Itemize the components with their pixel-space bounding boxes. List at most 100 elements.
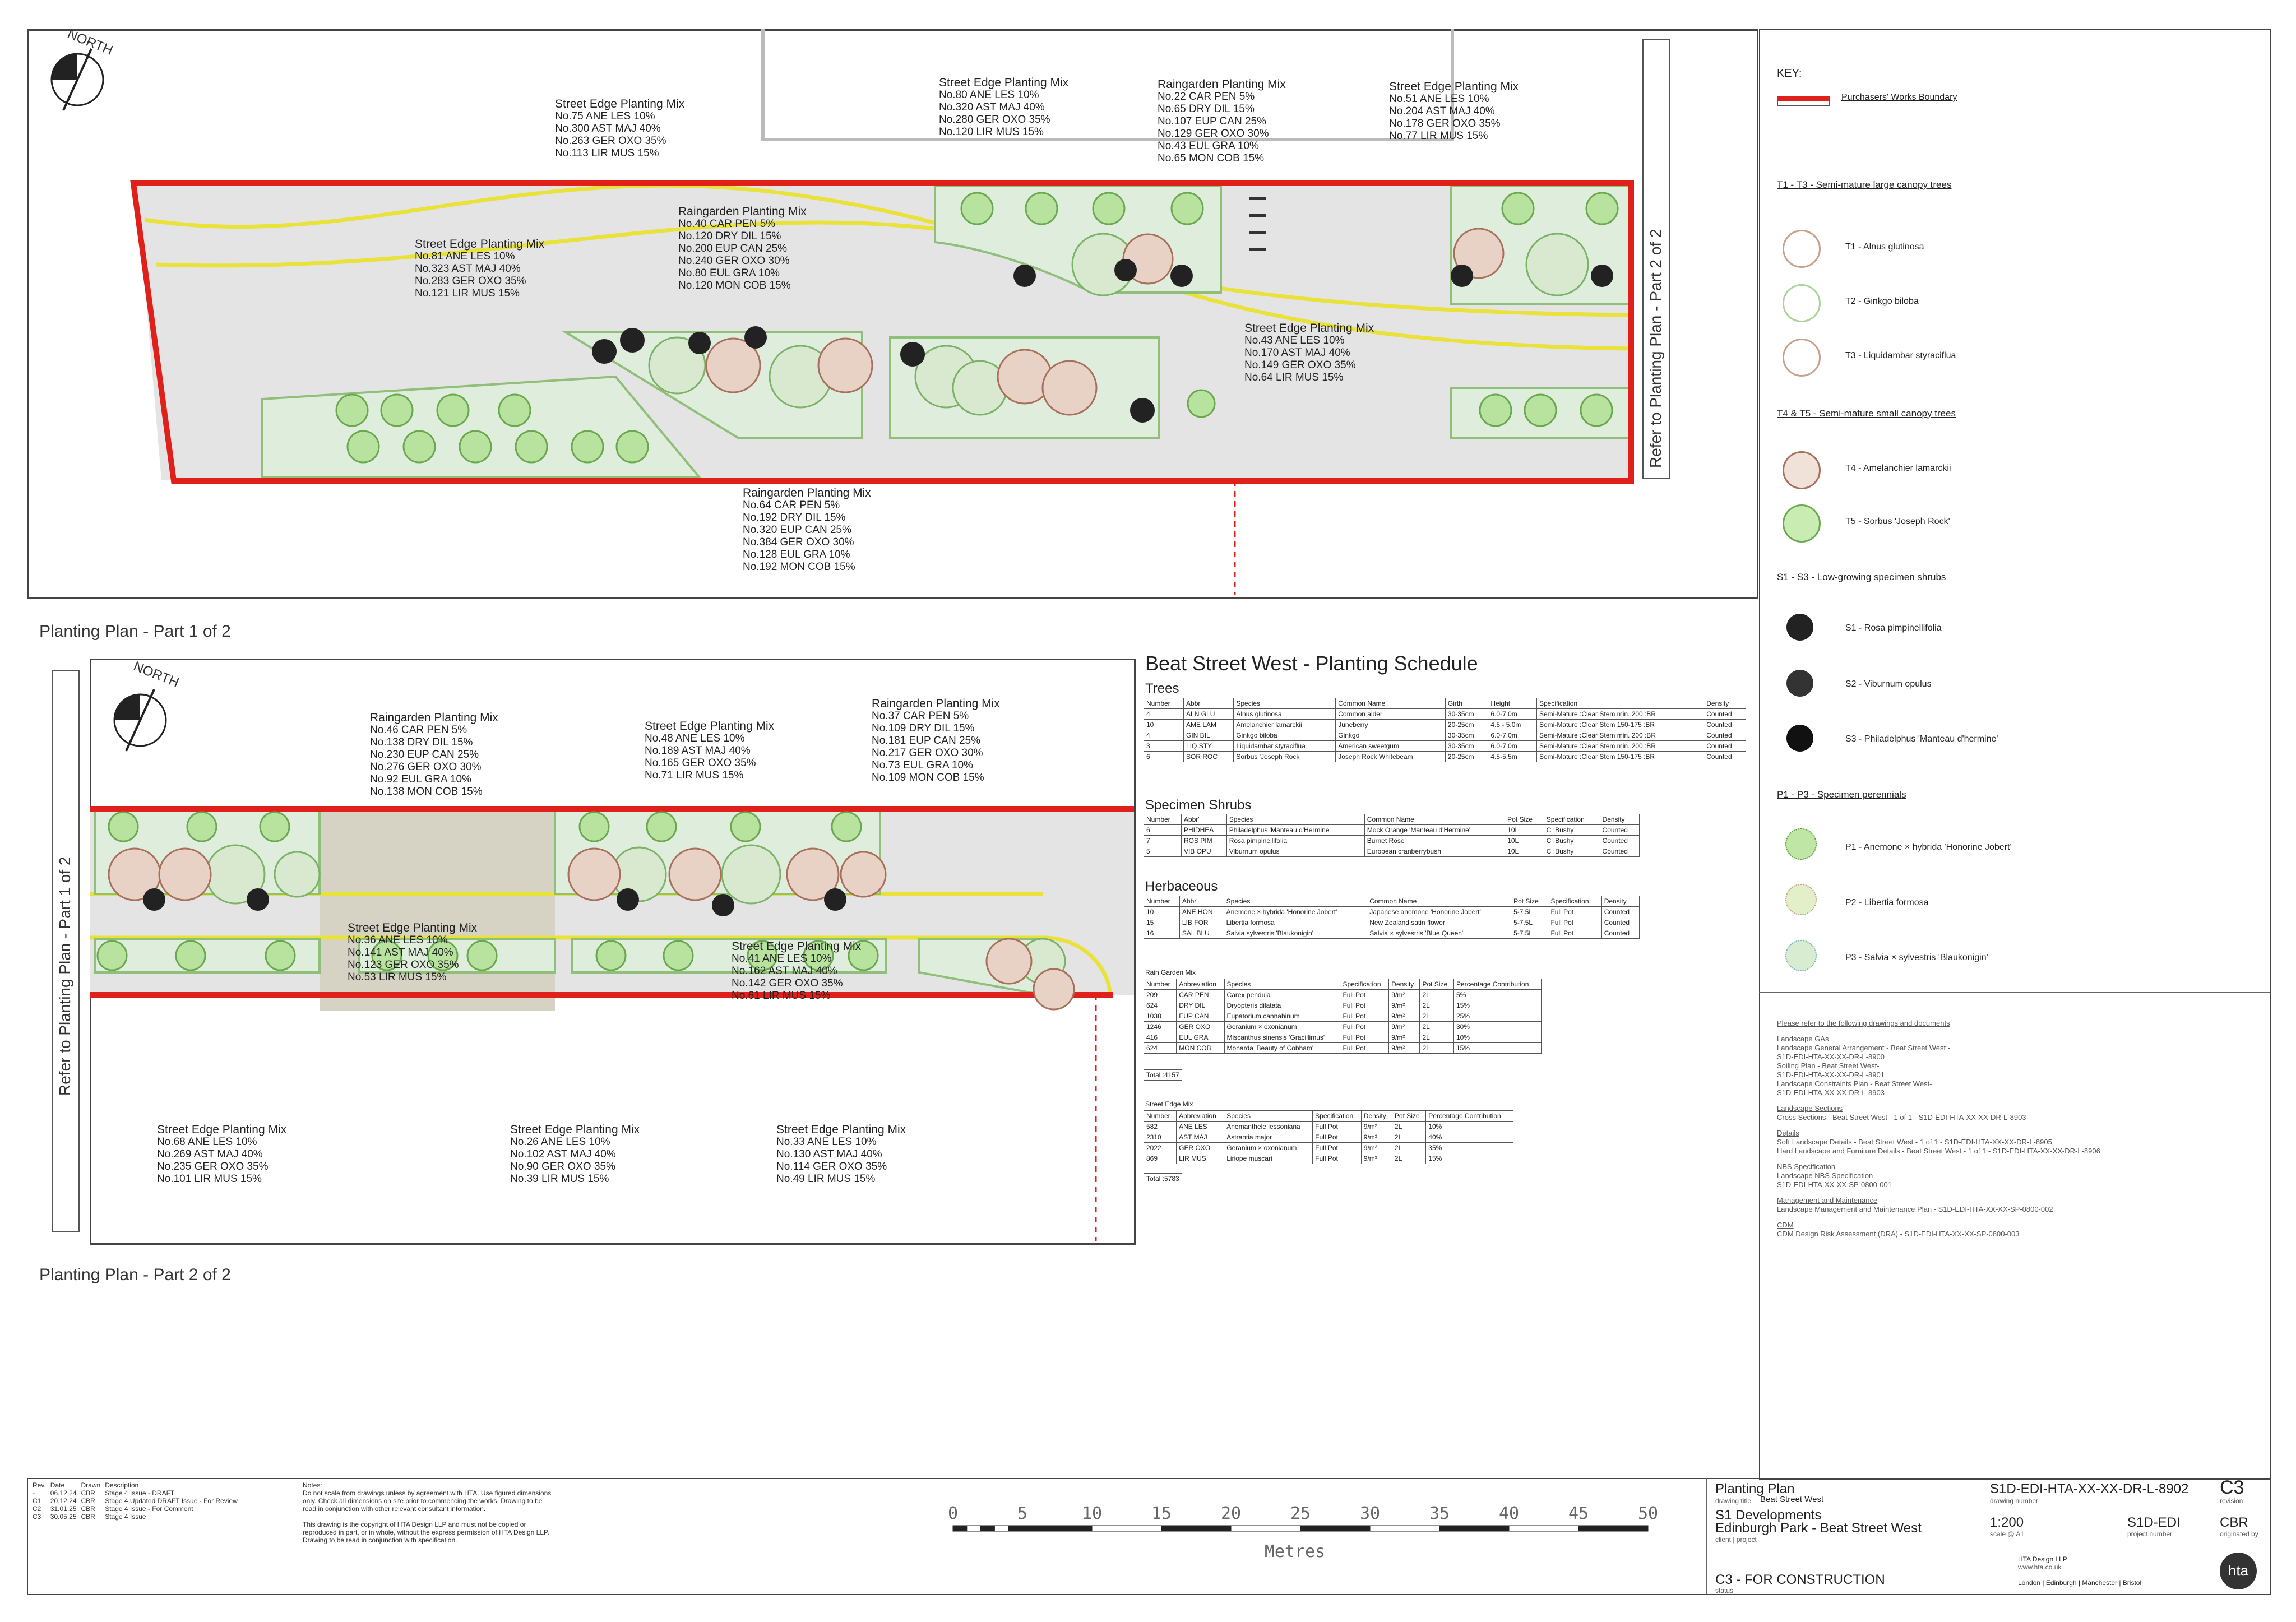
trees-cell: Juneberry <box>1335 719 1446 730</box>
rain-cell: Miscanthus sinensis 'Gracillimus' <box>1224 1032 1341 1043</box>
trees-cell: Sorbus 'Joseph Rock' <box>1233 751 1336 762</box>
revision-cell: Drawn <box>81 1481 101 1489</box>
ref-line: Landscape General Arrangement - Beat Str… <box>1777 1044 1951 1052</box>
note-line: Do not scale from drawings unless by agr… <box>303 1489 552 1497</box>
shrubs-col-header: Pot Size <box>1505 814 1544 825</box>
street-col-header: Percentage Contribution <box>1425 1110 1513 1122</box>
note-line: read in conjunction with other relevant … <box>303 1505 486 1513</box>
trees-cell: 3 <box>1143 740 1184 752</box>
ginkgo-icon <box>1783 284 1821 322</box>
revision-cell: Description <box>105 1481 139 1489</box>
shrubs-cell: 5 <box>1144 846 1182 857</box>
trees-cell: 6.0-7.0m <box>1488 730 1537 741</box>
trees-cell: GIN BIL <box>1183 730 1234 741</box>
note-line: only. Check all dimensions on site prior… <box>303 1497 543 1505</box>
ref-line: Soft Landscape Details - Beat Street Wes… <box>1777 1138 2052 1146</box>
schedule-title: Beat Street West - Planting Schedule <box>1145 652 1478 675</box>
trees-cell: Joseph Rock Whitebeam <box>1335 751 1446 762</box>
client-line1: S1 Developments <box>1715 1508 1822 1523</box>
revision-cell: CBR <box>81 1497 95 1505</box>
key-p2: P2 - Libertia formosa <box>1845 898 1929 907</box>
key-p1: P1 - Anemone × hybrida 'Honorine Jobert' <box>1845 842 2012 852</box>
key-panel-frame <box>1759 29 2271 1480</box>
key-group-4: P1 - P3 - Specimen perennials <box>1777 789 1906 800</box>
herbaceous-col-header: Number <box>1144 896 1180 907</box>
scale-tick-label: 20 <box>1221 1504 1241 1523</box>
ref-section-heading: Management and Maintenance <box>1777 1196 1878 1204</box>
key-t2: T2 - Ginkgo biloba <box>1845 296 1919 306</box>
drawing-number: S1D-EDI-HTA-XX-XX-DR-L-8902 <box>1990 1481 2189 1496</box>
rain-cell: 624 <box>1143 1042 1177 1054</box>
ref-section-heading: Landscape Sections <box>1777 1104 1843 1113</box>
street-cell: AST MAJ <box>1176 1132 1225 1143</box>
rain-cell: 9/m² <box>1388 1032 1420 1043</box>
shrubs-col-header: Common Name <box>1364 814 1506 825</box>
key-s3: S3 - Philadelphus 'Manteau d'hermine' <box>1845 734 1998 744</box>
trees-cell: 4 <box>1143 730 1184 741</box>
trees-cell: 30-35cm <box>1445 708 1489 720</box>
rain-cell: 2L <box>1419 1011 1454 1022</box>
herbaceous-cell: Counted <box>1601 917 1640 928</box>
company-web: www.hta.co.uk <box>2018 1563 2062 1571</box>
trees-cell: 30-35cm <box>1445 730 1489 741</box>
ref-section-heading: NBS Specification <box>1777 1162 1836 1171</box>
trees-col-header: Girth <box>1445 698 1489 709</box>
revision-label: revision <box>2220 1497 2243 1505</box>
herbaceous-cell: 15 <box>1144 917 1180 928</box>
trees-cell: Counted <box>1704 751 1746 762</box>
street-cell: 40% <box>1425 1132 1513 1143</box>
street-cell: Full Pot <box>1312 1142 1362 1153</box>
rain-cell: 209 <box>1143 989 1177 1000</box>
rain-cell: 10% <box>1453 1032 1542 1043</box>
trees-cell: Ginkgo <box>1335 730 1446 741</box>
key-divider <box>1759 992 2270 993</box>
salvia-icon <box>1785 940 1817 971</box>
rain-cell: 25% <box>1453 1011 1542 1022</box>
originator: CBR <box>2220 1515 2248 1530</box>
rain-col-header: Abbreviation <box>1176 979 1225 990</box>
rain-heading: Rain Garden Mix <box>1145 968 1196 976</box>
part1-caption: Planting Plan - Part 1 of 2 <box>39 622 231 641</box>
rain-cell: 15% <box>1453 1042 1542 1054</box>
trees-heading: Trees <box>1145 681 1179 696</box>
trees-cell: Liquidambar styraciflua <box>1233 740 1336 752</box>
revision-cell: C2 <box>33 1505 41 1513</box>
rain-col-header: Number <box>1143 979 1177 990</box>
rain-col-header: Percentage Contribution <box>1453 979 1542 990</box>
ref-section-heading: Landscape GAs <box>1777 1035 1829 1043</box>
herbaceous-cell: Libertia formosa <box>1223 917 1368 928</box>
street-cell: Full Pot <box>1312 1153 1362 1164</box>
scale-tick-label: 10 <box>1082 1504 1102 1523</box>
note-line: Drawing to be read in conjunction with s… <box>303 1536 457 1544</box>
trees-cell: Ginkgo biloba <box>1233 730 1336 741</box>
scale-segment <box>1230 1525 1301 1532</box>
trees-cell: ALN GLU <box>1183 708 1234 720</box>
street-cell: 2L <box>1391 1132 1427 1143</box>
company-name: HTA Design LLP <box>2018 1555 2067 1563</box>
viburnum-icon <box>1786 670 1813 697</box>
scale-tick-label: 40 <box>1499 1504 1519 1523</box>
title-block-divider <box>1706 1478 1707 1594</box>
rain-cell: 30% <box>1453 1021 1542 1032</box>
street-col-header: Number <box>1143 1110 1177 1122</box>
trees-cell: 4.5 - 5.0m <box>1488 719 1537 730</box>
rain-cell: 2L <box>1419 989 1454 1000</box>
scale-tick-label: 15 <box>1151 1504 1172 1523</box>
